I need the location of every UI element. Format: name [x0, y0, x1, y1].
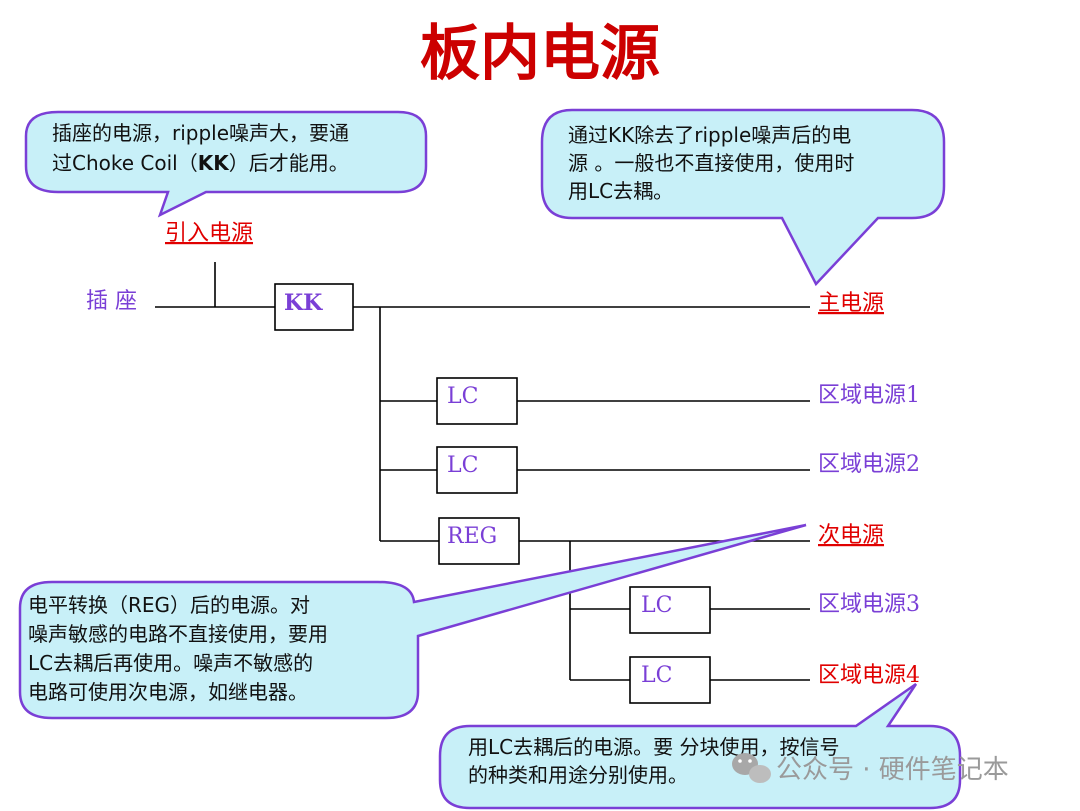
callout-main-line2: 源 。一般也不直接使用，使用时 [568, 151, 854, 175]
callout-reg-line3: LC去耦后再使用。噪声不敏感的 [28, 651, 313, 675]
lc4-box [629, 656, 711, 704]
zone4-label: 区域电源4 [818, 663, 920, 688]
callout-reg-shape [18, 523, 807, 720]
callout-block-line2: 的种类和用途分别使用。 [468, 763, 688, 787]
main-power-label: 主电源 [818, 291, 884, 316]
lc1-box-label: LC [447, 384, 478, 409]
zone2-label: 区域电源2 [818, 452, 920, 477]
callout-reg-note: 电平转换（REG）后的电源。对 噪声敏感的电路不直接使用，要用 LC去耦后再使用… [18, 523, 807, 720]
watermark: 公众号 · 硬件笔记本 [732, 753, 1009, 785]
callout-reg-line2: 噪声敏感的电路不直接使用，要用 [28, 622, 328, 646]
zone1-label: 区域电源1 [818, 383, 920, 408]
callout-socket-line2a: 过Choke Coil（ [52, 151, 198, 175]
svg-text:过Choke Coil（KK）后才能用。: 过Choke Coil（KK）后才能用。 [52, 151, 349, 175]
lc2-box-label: LC [447, 453, 478, 478]
lc3-box [629, 586, 711, 634]
lc1-box [436, 377, 518, 425]
page-title: 板内电源 [420, 19, 660, 89]
callout-block-line1: 用LC去耦后的电源。要 分块使用，按信号 [468, 735, 839, 759]
callout-main-line1: 通过KK除去了ripple噪声后的电 [568, 123, 851, 147]
kk-box-label: KK [284, 290, 323, 316]
callout-main-shape [540, 108, 946, 287]
callout-socket-shape [24, 110, 428, 218]
svg-text:插座的电源，ripple噪声大，要通: 插座的电源，ripple噪声大，要通 [52, 121, 349, 145]
callout-block-note: 用LC去耦后的电源。要 分块使用，按信号 的种类和用途分别使用。 [438, 682, 962, 810]
callout-socket-kk: KK [198, 151, 230, 175]
lc3-box-label: LC [641, 593, 672, 618]
callout-main-note: 通过KK除去了ripple噪声后的电 源 。一般也不直接使用，使用时 用LC去耦… [540, 108, 946, 287]
callout-socket-line1: 插座的电源，ripple噪声大，要通 [52, 121, 349, 145]
callout-socket-line2b: ）后才能用。 [229, 151, 349, 175]
callout-block-shape [438, 682, 962, 810]
callout-reg-line4: 电路可使用次电源，如继电器。 [28, 680, 308, 704]
lc2-box [436, 446, 518, 494]
secondary-power-label: 次电源 [818, 523, 884, 548]
zone3-label: 区域电源3 [818, 592, 920, 617]
wechat-icon [732, 753, 771, 783]
input-power-label: 引入电源 [165, 221, 253, 246]
lc4-box-label: LC [641, 663, 672, 688]
socket-label: 插 座 [86, 289, 137, 314]
callout-reg-line1: 电平转换（REG）后的电源。对 [28, 593, 310, 617]
callout-socket-note: 插座的电源，ripple噪声大，要通 过Choke Coil（KK）后才能用。 [24, 110, 428, 218]
callout-main-line3: 用LC去耦。 [568, 179, 673, 203]
kk-box [274, 283, 354, 331]
watermark-text: 公众号 · 硬件笔记本 [776, 755, 1009, 785]
reg-box-label: REG [447, 524, 497, 549]
